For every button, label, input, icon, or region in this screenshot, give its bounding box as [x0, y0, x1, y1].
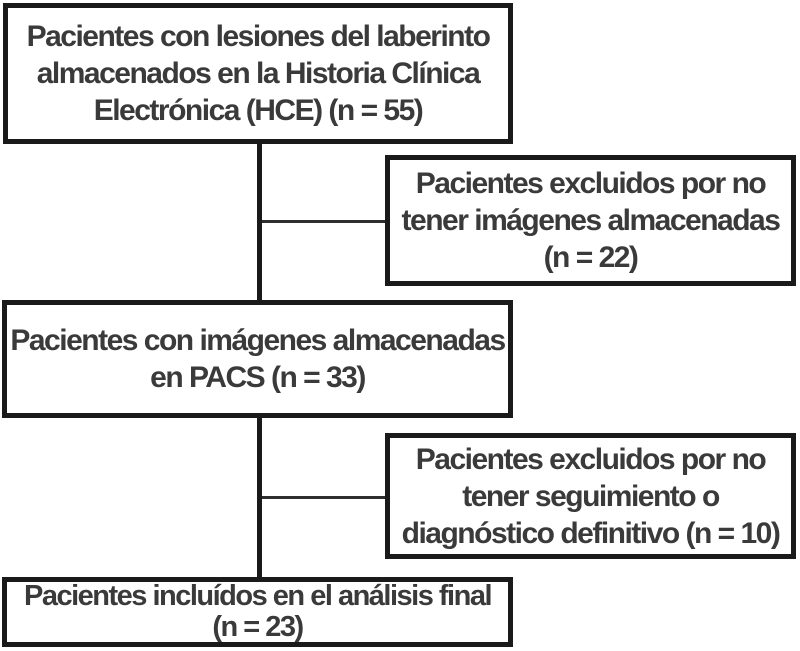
- flow-box-text-line: (n = 23): [212, 611, 304, 643]
- flow-box-text-line: diagnóstico definitivo (n = 10): [401, 516, 781, 550]
- connector-branch-exclusion-2: [262, 496, 385, 499]
- connector-trunk-top: [257, 144, 262, 300]
- flow-box-text-line: tener seguimiento o: [462, 479, 720, 513]
- connector-branch-exclusion-1: [262, 220, 385, 223]
- flow-box-excluded-no-followup: Pacientes excluidos por no tener seguimi…: [385, 433, 796, 559]
- flow-box-text-line: Pacientes excluidos por no: [415, 442, 767, 476]
- flow-box-final-analysis: Pacientes incluídos en el análisis final…: [2, 577, 513, 647]
- flow-box-pacs: Pacientes con imágenes almacenadas en PA…: [2, 300, 513, 418]
- flow-box-text-line: almacenados en la Historia Clínica: [36, 57, 481, 90]
- flow-box-text-line: Pacientes con imágenes almacenadas: [10, 324, 506, 357]
- flow-box-text-line: (n = 22): [543, 241, 639, 274]
- flow-box-excluded-no-images: Pacientes excluidos por no tener imágene…: [385, 155, 796, 286]
- flow-box-text-line: en PACS (n = 33): [150, 361, 366, 394]
- flow-box-text-line: Pacientes con lesiones del laberinto: [26, 20, 491, 53]
- flow-box-text-line: Electrónica (HCE) (n = 55): [93, 94, 424, 127]
- flow-box-source-hce: Pacientes con lesiones del laberinto alm…: [3, 3, 513, 144]
- connector-trunk-bottom: [257, 418, 262, 577]
- flow-box-text-line: Pacientes incluídos en el análisis final: [23, 580, 493, 612]
- flow-box-text-line: Pacientes excluidos por no: [415, 167, 767, 200]
- flow-box-text-line: tener imágenes almacenadas: [401, 204, 781, 237]
